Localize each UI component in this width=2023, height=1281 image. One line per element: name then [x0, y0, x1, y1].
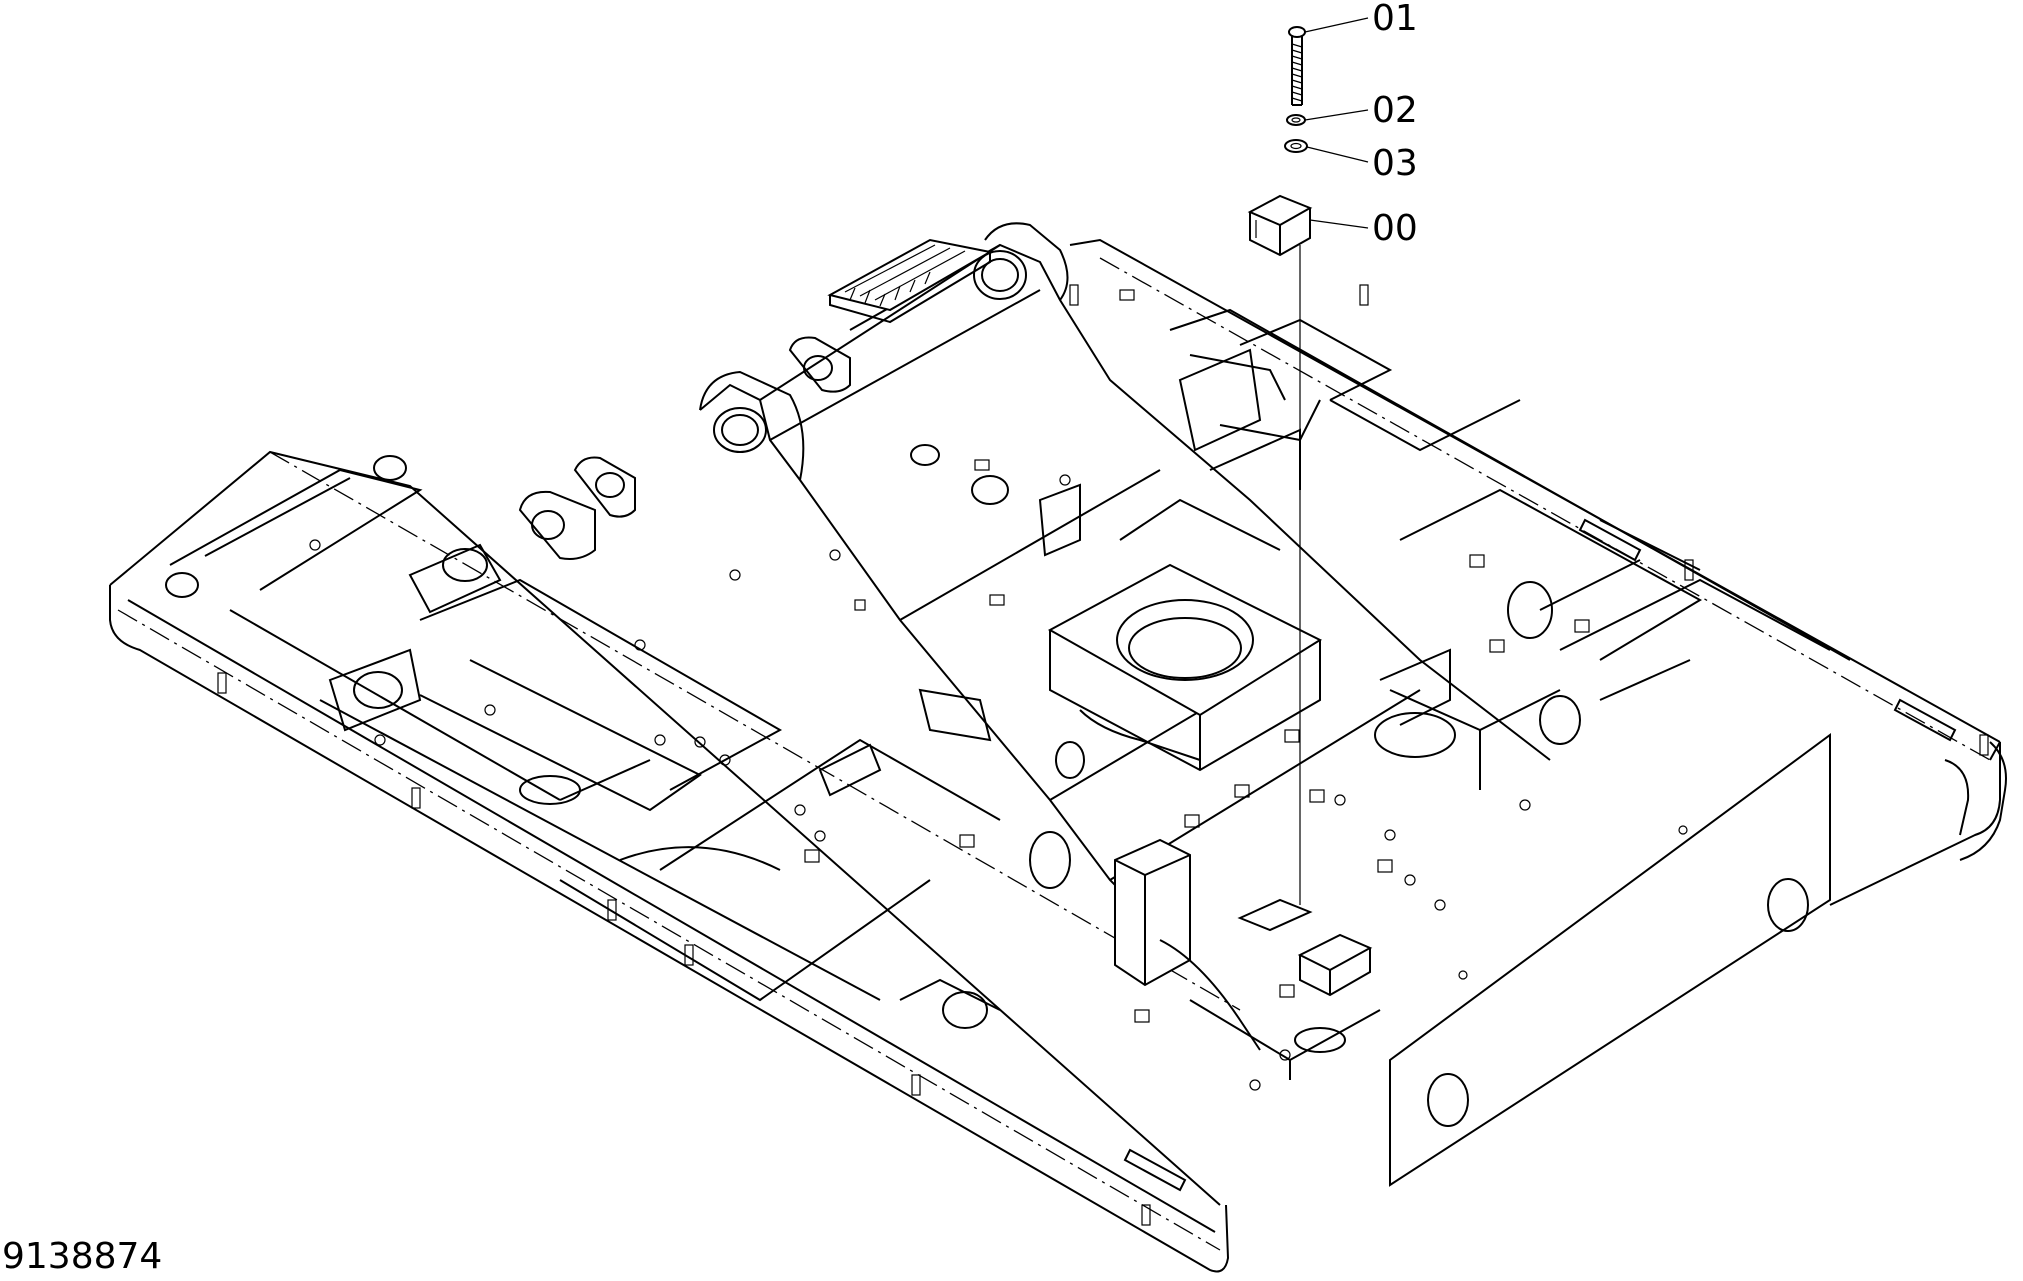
- callout-03: 03: [1372, 143, 1418, 184]
- callout-labels: 01 02 03 00: [1372, 0, 1418, 249]
- callout-02: 02: [1372, 90, 1418, 131]
- step-plate: [827, 238, 993, 324]
- callout-00: 00: [1372, 208, 1418, 249]
- handles: [1123, 518, 1957, 1192]
- bolt-part: [1288, 17, 1369, 106]
- left-rear-section: [165, 455, 881, 1001]
- mounting-holes: [309, 474, 1531, 1091]
- swing-center-box: [1047, 563, 1323, 772]
- excavator-frame: [109, 222, 2007, 1273]
- front-panel: [1389, 733, 1831, 1187]
- block-part: [1247, 194, 1369, 257]
- exploded-parts: [1247, 17, 1369, 905]
- drawing-number: 9138874: [2, 1236, 162, 1276]
- right-side-rail: [1069, 238, 2001, 906]
- front-center-pillars: [1114, 838, 1381, 1080]
- clip-brackets: [217, 284, 1989, 1226]
- spring-washer-part: [1286, 109, 1369, 126]
- right-cross-members: [1119, 308, 1851, 790]
- flat-washer-part: [1284, 139, 1369, 163]
- callout-01: 01: [1372, 0, 1418, 39]
